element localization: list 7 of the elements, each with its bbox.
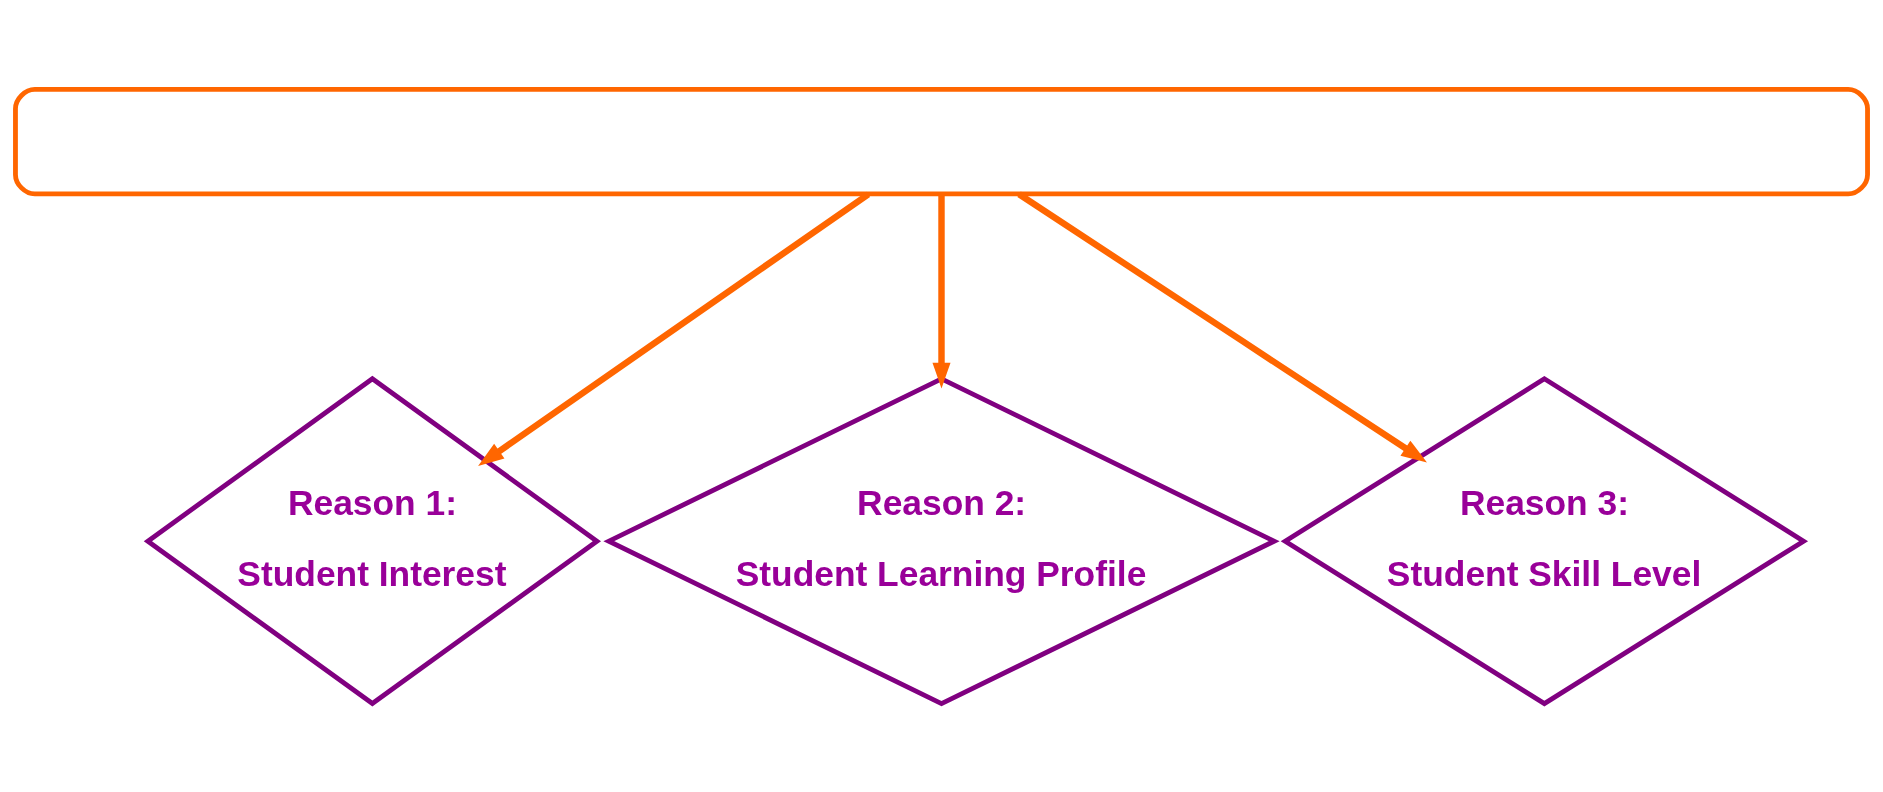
node-diamond: Reason 2: Student Learning Profile (603, 375, 1280, 706)
node-box (13, 86, 1870, 196)
arrow (1017, 191, 1427, 462)
arrow (478, 191, 871, 466)
node-diamond: Reason 3: Student Skill Level (1280, 375, 1809, 706)
node-diamond: Reason 1: Student Interest (143, 375, 602, 707)
arrow (932, 193, 951, 388)
